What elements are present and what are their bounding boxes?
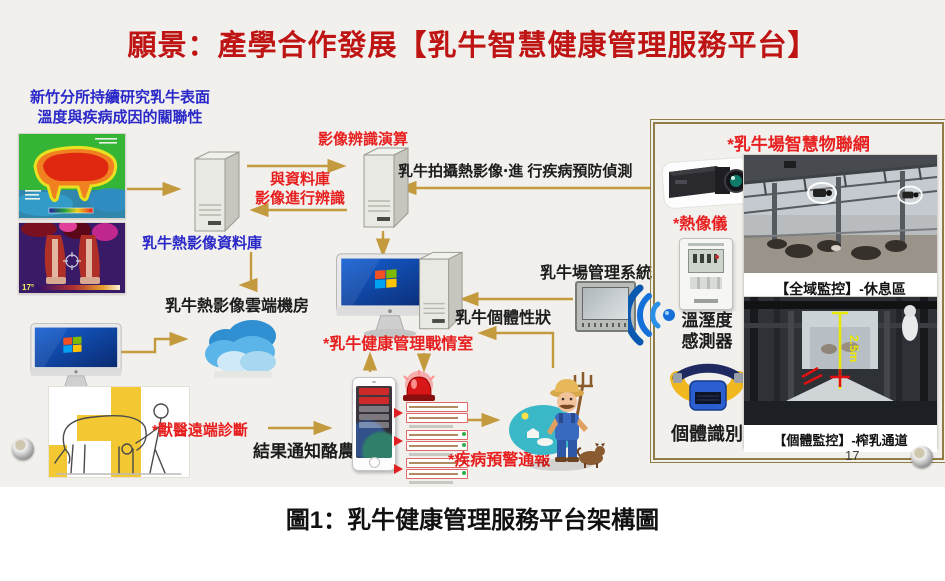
thermal-legs-image: 17° (18, 220, 126, 294)
alert-caption-line (409, 481, 453, 484)
war-room-server-icon (419, 251, 463, 330)
alert-row (394, 402, 468, 424)
alert-list (394, 402, 468, 486)
barn-photo: 【全域監控】-休息區 (743, 154, 938, 300)
alert-box (406, 430, 468, 440)
red-arrow-icon (394, 464, 403, 474)
research-note-line1: 新竹分所持續研究乳牛表面 (29, 89, 210, 106)
phone-notification-row (359, 414, 389, 420)
individual-traits-label: 乳牛個體性狀 (455, 310, 552, 327)
notify-farmer-label: 結果通知酪農 (253, 442, 355, 461)
thermal-cow-image (13, 133, 133, 219)
page-number: 17 (845, 448, 860, 463)
wifi-signal-icon (628, 284, 675, 346)
capture-detection-label: 乳牛拍攝熱影像‧進 行疾病預防偵測 (398, 163, 633, 180)
slide-title: 願景：產學合作發展【乳牛智慧健康管理服務平台】 (127, 30, 818, 62)
phone-notification-row (359, 422, 389, 428)
thermal-db-label: 乳牛熱影像資料庫 (142, 235, 263, 252)
cow-collar-icon (670, 363, 746, 411)
farmer-illustration (509, 372, 605, 471)
alert-box (406, 413, 468, 423)
vet-diagnosis-label: *獸醫遠端診斷 (152, 422, 248, 439)
vet-sketch-image (48, 386, 190, 478)
individual-monitoring-caption: 【個體監控】-榨乳通道 (744, 430, 937, 452)
phone-home-button (369, 457, 380, 468)
phone-camera-dot (372, 381, 376, 383)
global-monitoring-caption: 【全域監控】-休息區 (744, 278, 937, 300)
phone-alert-banner (359, 397, 389, 404)
disease-alert-label: *疾病預警通報 (448, 452, 551, 469)
individual-id-label: 個體識別 (671, 424, 743, 444)
war-room-computer-icon (336, 253, 444, 339)
research-note-line2: 溫度與疾病成因的關聯性 (37, 109, 203, 126)
phone-screen (356, 386, 392, 458)
panel-pc-screen (582, 287, 629, 320)
alert-row (394, 430, 468, 452)
slide-canvas: 願景：產學合作發展【乳牛智慧健康管理服務平台】 新竹分所持續研究乳牛表面 溫度與… (0, 0, 945, 487)
alert-caption-line (409, 425, 453, 428)
red-arrow-icon (394, 408, 403, 418)
milking-channel-graphic: 2.5m (744, 297, 937, 425)
alert-box (406, 402, 468, 412)
research-note: 新竹分所持續研究乳牛表面 溫度與疾病成因的關聯性 (4, 88, 236, 128)
vet-computer-icon (30, 323, 122, 395)
barn-camera-callout (807, 182, 837, 204)
phone-alert-banner (359, 388, 389, 395)
barn-photo-graphic (743, 155, 938, 273)
sensor-lcd (688, 249, 724, 273)
decorative-metal-button-left (12, 438, 34, 460)
alarm-siren-icon (403, 370, 435, 401)
cloud-room-label: 乳牛熱影像雲端機房 (165, 298, 310, 315)
figure-caption: 圖1：乳牛健康管理服務平台架構圖 (285, 507, 660, 534)
server-recognition-icon (363, 147, 409, 229)
vet-sketch-graphic (49, 387, 182, 477)
alert-box (406, 469, 468, 479)
thermal-legs-graphic: 17° (19, 220, 125, 293)
arrow-farmer-to-warroom (477, 325, 555, 368)
recognition-algo-label: 影像辨識演算 (318, 131, 409, 148)
iot-panel-title: *乳牛場智慧物聯網 (727, 135, 870, 154)
notification-phone (352, 377, 396, 471)
arrow-vetpc-to-cloud (118, 331, 189, 354)
sensor-label: 溫溼度感測器 (681, 311, 733, 351)
decorative-metal-button-right (911, 446, 933, 468)
temp-humidity-sensor-icon (679, 238, 733, 310)
farm-mgmt-label: 乳牛場管理系統 (540, 265, 653, 282)
db-compare-label: 與資料庫 影像進行辨識 (254, 171, 345, 207)
war-room-label: *乳牛健康管理戰情室 (323, 336, 474, 353)
milking-channel-photo: 2.5m 【個體監控】-榨乳通道 (743, 296, 938, 452)
farm-mgmt-panel-pc (575, 281, 636, 332)
alert-box (406, 441, 468, 451)
alert-row (394, 458, 468, 480)
thermal-temp-reading: 17° (22, 283, 34, 292)
thermal-camera-icon (661, 157, 753, 209)
thermal-camera-label: *熱像儀 (673, 216, 728, 233)
phone-notification-row (359, 406, 389, 412)
height-measurement-label: 2.5m (847, 335, 861, 362)
red-arrow-icon (394, 436, 403, 446)
alert-box (406, 458, 468, 468)
alert-caption-line (409, 453, 453, 456)
panel-pc-buttons (582, 323, 629, 327)
iot-panel: *乳牛場智慧物聯網 *熱像儀 (650, 119, 945, 463)
thermal-cow-graphic (13, 134, 133, 218)
arrow-db-to-cloud (238, 252, 258, 293)
barn-camera-callout (897, 185, 923, 205)
cloud-icon (205, 320, 276, 378)
server-thermal-db-icon (194, 151, 240, 233)
